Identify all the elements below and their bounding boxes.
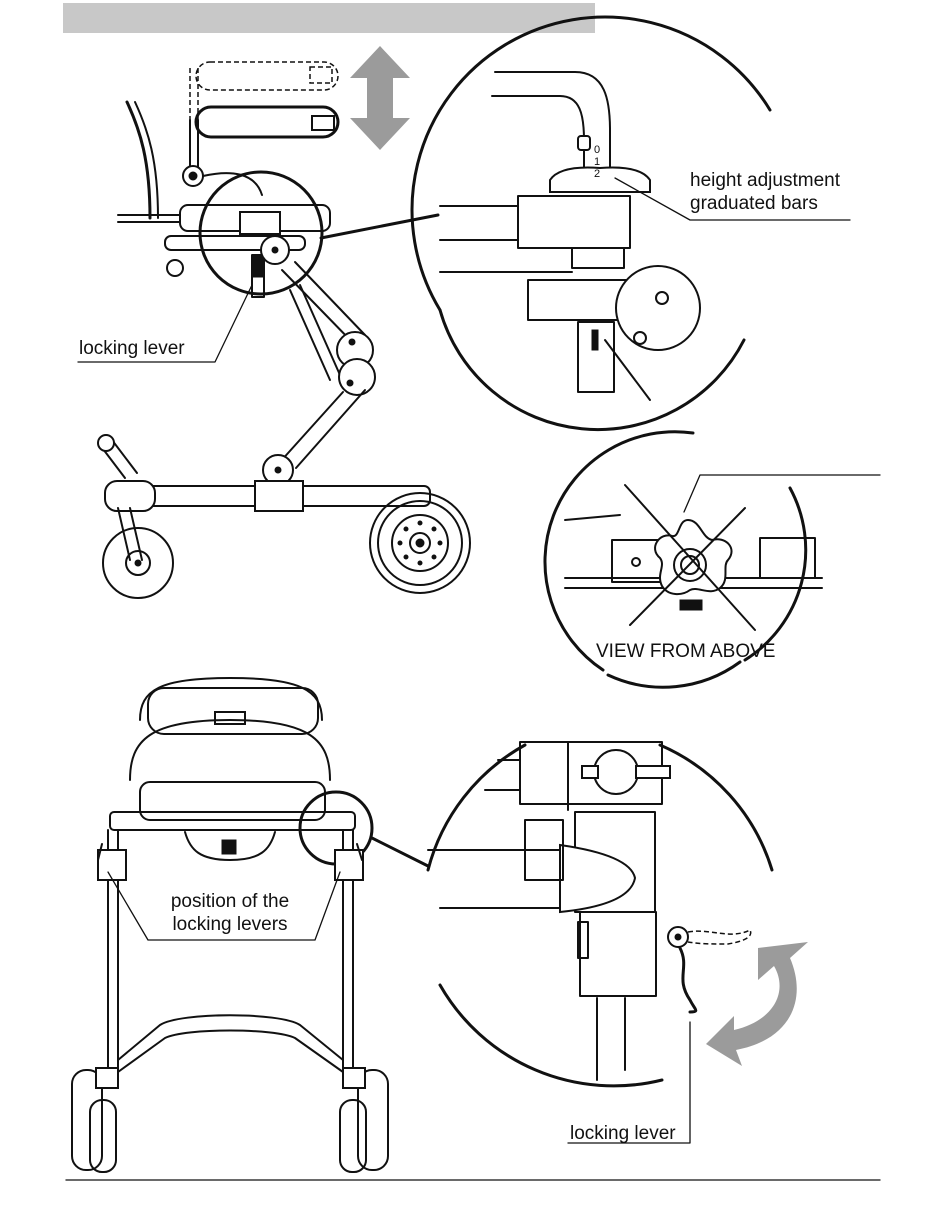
- locking-lever-label-bottom: locking lever: [570, 1122, 676, 1145]
- locking-lever-label-top: locking lever: [79, 337, 185, 360]
- rotation-arrow-icon: [706, 942, 808, 1066]
- height-adjustment-detail: [412, 17, 850, 430]
- scale-mark-1: 1: [594, 156, 600, 168]
- graduated-bars-label: graduated bars: [690, 192, 818, 215]
- height-adjustment-label: height adjustment: [690, 169, 840, 192]
- position-label-line1: position of the: [150, 890, 310, 913]
- side-view-diagram: [78, 46, 470, 598]
- position-label-line2: locking levers: [150, 913, 310, 936]
- scale-mark-0: 0: [594, 144, 600, 156]
- height-arrow-icon: [350, 46, 410, 150]
- scale-mark-2: 2: [594, 168, 600, 180]
- view-from-above-label: VIEW FROM ABOVE: [596, 640, 775, 663]
- locking-lever-detail: [428, 742, 808, 1143]
